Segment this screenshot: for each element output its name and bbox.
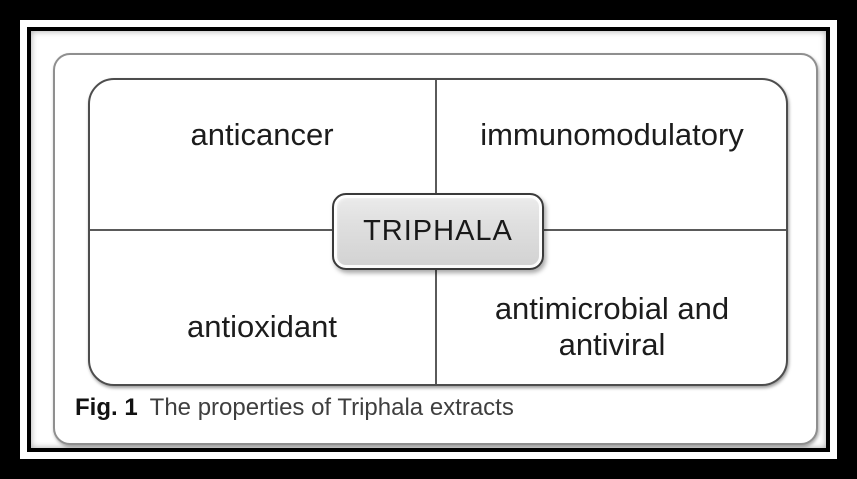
quadrant-label-antioxidant: antioxidant xyxy=(187,309,337,344)
figure-caption-number: Fig. 1 xyxy=(75,394,138,421)
quadrant-label-anticancer: anticancer xyxy=(190,117,334,152)
figure-caption: Fig. 1 The properties of Triphala extract… xyxy=(75,394,514,422)
quadrant-label-antimicrobial-antiviral: antimicrobial and antiviral xyxy=(494,291,730,362)
quadrant-label-immunomodulatory: immunomodulatory xyxy=(480,117,744,152)
figure-caption-text: The properties of Triphala extracts xyxy=(149,394,514,421)
properties-quadrant-box: anticancer immunomodulatory antioxidant … xyxy=(88,78,788,386)
center-node-triphala: TRIPHALA xyxy=(332,193,544,270)
figure-panel: anticancer immunomodulatory antioxidant … xyxy=(53,53,818,445)
figure-content-area: anticancer immunomodulatory antioxidant … xyxy=(31,31,826,448)
